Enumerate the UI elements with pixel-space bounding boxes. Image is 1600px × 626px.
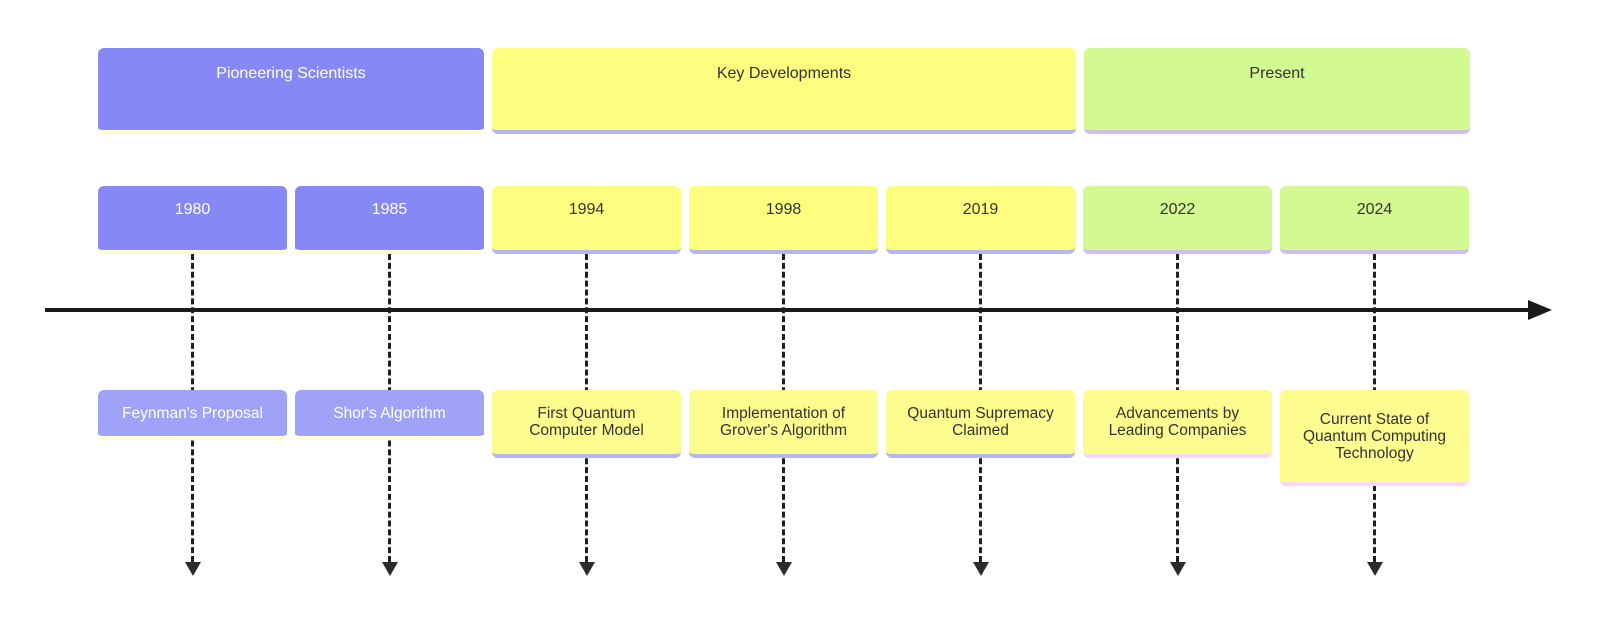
period-year-label: 1994 xyxy=(568,201,605,218)
section-box-present: Present xyxy=(1084,48,1470,134)
section-label: Present xyxy=(1249,65,1305,82)
timeline-column-2024: 2024 Current State of Quantum Computing … xyxy=(1280,0,1469,626)
arrow-down-icon xyxy=(1366,562,1383,576)
event-label: First Quantum Computer Model xyxy=(529,405,644,439)
section-label: Key Developments xyxy=(716,65,852,82)
section-box-key-developments: Key Developments xyxy=(492,48,1076,134)
event-box: Quantum Supremacy Claimed xyxy=(886,390,1075,458)
arrow-down-icon xyxy=(972,562,989,576)
period-box: 1994 xyxy=(492,186,681,254)
event-box: Advancements by Leading Companies xyxy=(1083,390,1272,458)
period-year-label: 2024 xyxy=(1356,201,1393,218)
arrow-down-icon xyxy=(1169,562,1186,576)
period-box: 2024 xyxy=(1280,186,1469,254)
event-label: Advancements by Leading Companies xyxy=(1108,405,1247,439)
event-label: Implementation of Grover's Algorithm xyxy=(720,405,847,439)
period-box: 2022 xyxy=(1083,186,1272,254)
event-label: Current State of Quantum Computing Techn… xyxy=(1302,410,1447,462)
section-box-pioneering-scientists: Pioneering Scientists xyxy=(98,48,484,134)
timeline-column-1985: 1985 Shor's Algorithm xyxy=(295,0,484,626)
timeline-column-1994: 1994 First Quantum Computer Model xyxy=(492,0,681,626)
period-box: 1980 xyxy=(98,186,287,254)
event-label: Shor's Algorithm xyxy=(333,404,446,422)
period-box: 2019 xyxy=(886,186,1075,254)
period-year-label: 2022 xyxy=(1159,201,1196,218)
timeline-column-2022: 2022 Advancements by Leading Companies xyxy=(1083,0,1272,626)
section-label: Pioneering Scientists xyxy=(216,65,366,82)
timeline-column-1998: 1998 Implementation of Grover's Algorith… xyxy=(689,0,878,626)
period-year-label: 1998 xyxy=(765,201,802,218)
event-box: Implementation of Grover's Algorithm xyxy=(689,390,878,458)
event-label: Feynman's Proposal xyxy=(122,404,263,422)
arrow-down-icon xyxy=(184,562,201,576)
event-box: First Quantum Computer Model xyxy=(492,390,681,458)
period-box: 1998 xyxy=(689,186,878,254)
timeline-column-1980: 1980 Feynman's Proposal xyxy=(98,0,287,626)
arrow-down-icon xyxy=(775,562,792,576)
event-box: Current State of Quantum Computing Techn… xyxy=(1280,390,1469,486)
period-year-label: 1985 xyxy=(371,201,408,218)
timeline-axis xyxy=(45,308,1530,312)
arrow-down-icon xyxy=(578,562,595,576)
timeline-column-2019: 2019 Quantum Supremacy Claimed xyxy=(886,0,1075,626)
event-box: Feynman's Proposal xyxy=(98,390,287,440)
period-box: 1985 xyxy=(295,186,484,254)
period-year-label: 2019 xyxy=(962,201,999,218)
event-box: Shor's Algorithm xyxy=(295,390,484,440)
arrow-down-icon xyxy=(381,562,398,576)
event-label: Quantum Supremacy Claimed xyxy=(907,405,1054,439)
period-year-label: 1980 xyxy=(174,201,211,218)
arrow-right-icon xyxy=(1528,300,1552,320)
